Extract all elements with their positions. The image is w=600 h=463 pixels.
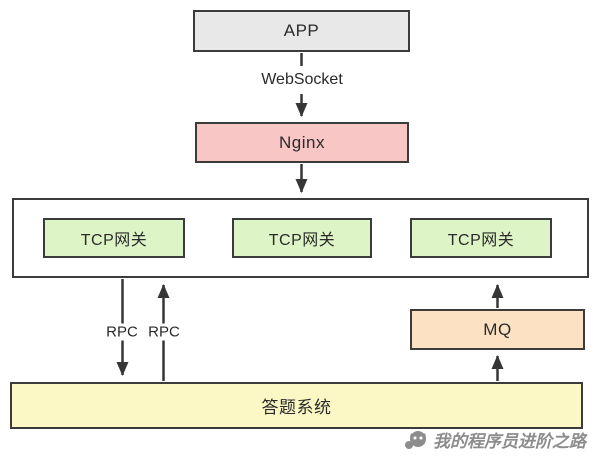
answer-system-node: 答题系统 — [10, 382, 583, 429]
watermark: 我的程序员进阶之路 — [404, 427, 586, 452]
watermark-logo-icon — [405, 430, 426, 449]
app-node: APP — [193, 10, 410, 52]
mq-node: MQ — [410, 309, 585, 350]
tcp-gateway-node: TCP网关 — [410, 218, 552, 258]
rpc-up-edge-label: RPC — [145, 323, 183, 341]
nginx-node: Nginx — [195, 122, 409, 163]
tcp-gateway-node: TCP网关 — [43, 218, 185, 258]
watermark-text: 我的程序员进阶之路 — [433, 432, 586, 451]
rpc-down-edge-label: RPC — [103, 323, 141, 341]
tcp-gateway-node: TCP网关 — [232, 218, 372, 258]
websocket-edge-label: WebSocket — [258, 71, 346, 89]
